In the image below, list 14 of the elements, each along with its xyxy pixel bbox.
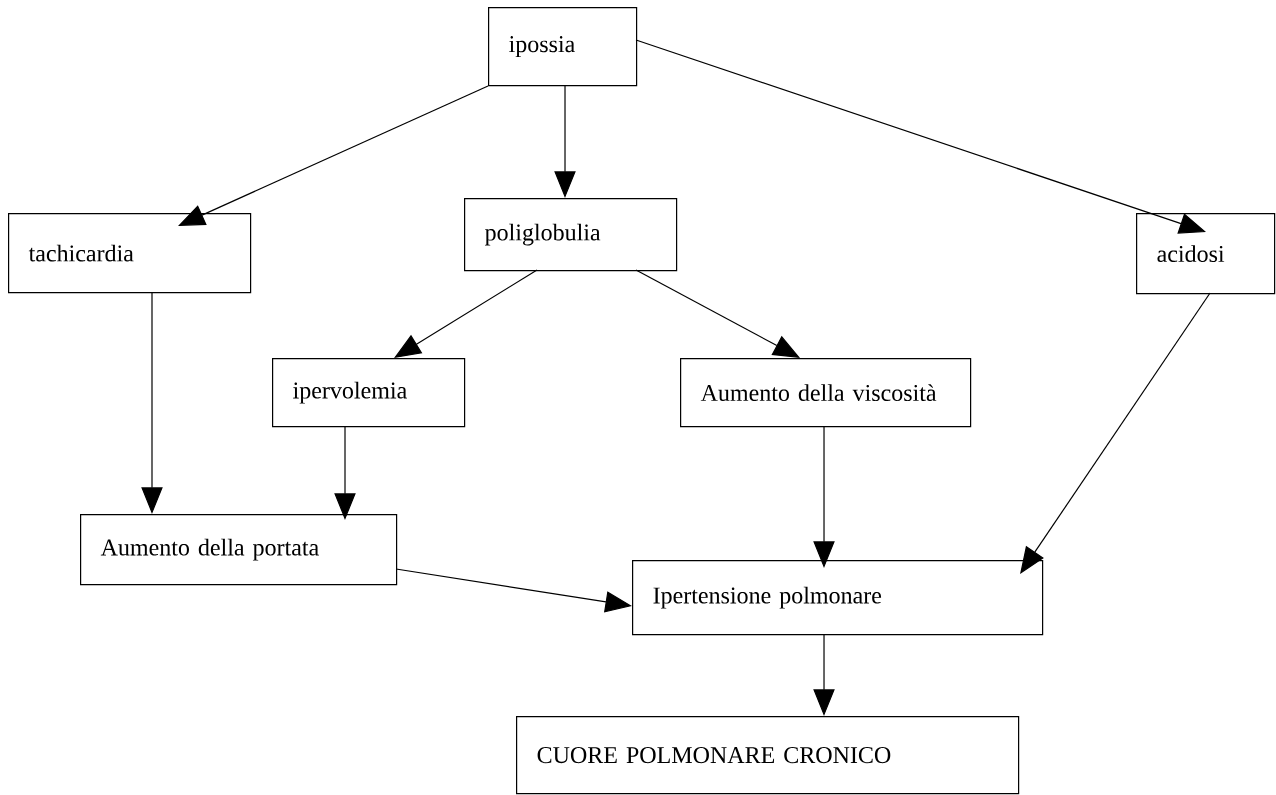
text-box: ipervolemia	[272, 358, 466, 428]
text-box: poliglobulia	[464, 198, 678, 272]
text-box: CUORE POLMONARE CRONICO	[516, 716, 1020, 795]
arrow	[394, 269, 538, 358]
text-box: Aumento della portata	[80, 514, 398, 586]
text-box: tachicardia	[8, 213, 252, 294]
text-box: acidosi	[1136, 213, 1276, 295]
text-box: Ipertensione polmonare	[632, 560, 1044, 636]
arrow	[178, 85, 489, 226]
arrow	[635, 269, 800, 358]
text-box: ipossia	[488, 7, 638, 87]
text-box: Aumento della viscosità	[680, 358, 972, 428]
arrow	[635, 39, 1206, 234]
arrow	[1020, 292, 1211, 574]
